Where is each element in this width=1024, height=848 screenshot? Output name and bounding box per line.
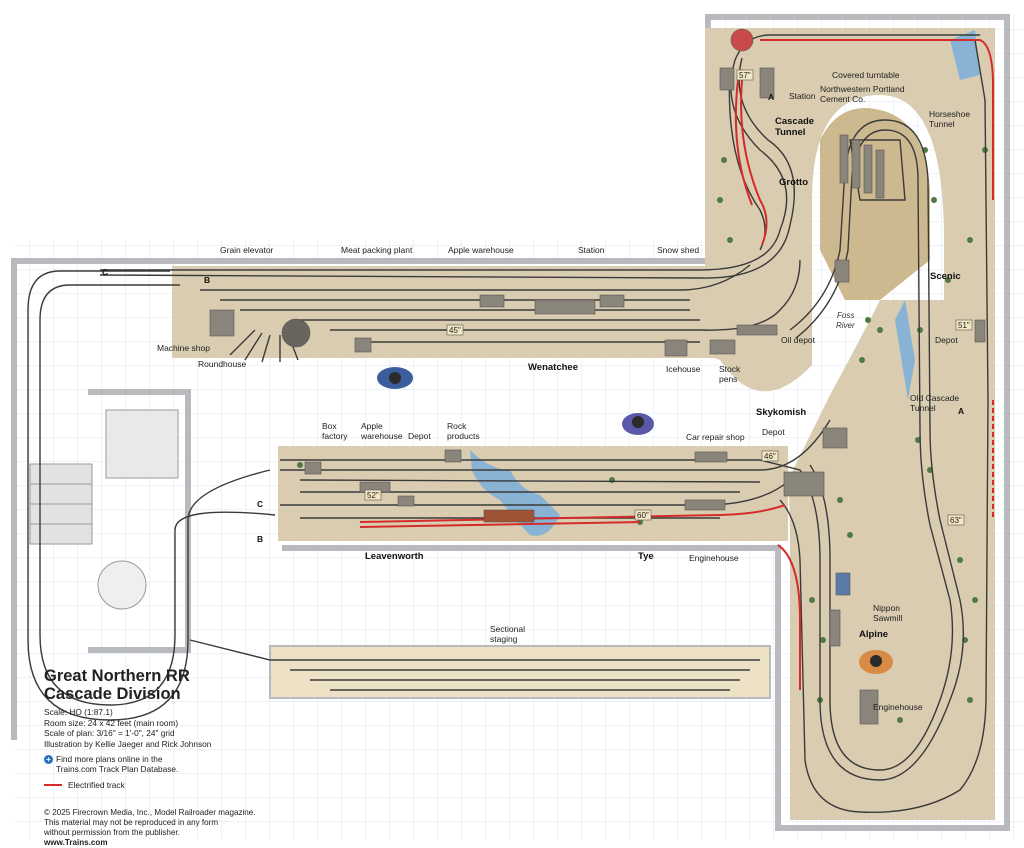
svg-text:57": 57" — [739, 71, 751, 80]
label-apple-warehouse-2b: warehouse — [360, 431, 403, 441]
copyright-line1: © 2025 Firecrown Media, Inc., Model Rail… — [44, 808, 256, 818]
label-car-repair-shop: Car repair shop — [686, 432, 745, 442]
rivers — [470, 30, 980, 536]
website-link[interactable]: www.Trains.com — [44, 838, 108, 848]
label-grain-elevator: Grain elevator — [220, 245, 274, 255]
plan-details: Scale: HO (1:87.1) Room size: 24 x 42 fe… — [44, 707, 374, 749]
town-alpine: Alpine — [859, 629, 888, 640]
legend-electrified: Electrified track — [44, 780, 374, 790]
grade-45: 45" — [446, 324, 464, 336]
label-box-factory-1: Box — [322, 421, 337, 431]
label-meat-packing: Meat packing plant — [341, 245, 413, 255]
svg-text:45": 45" — [449, 326, 461, 335]
plan-title: Great Northern RR Cascade Division — [44, 667, 374, 703]
town-cascade-tunnel-2: Tunnel — [775, 127, 805, 138]
grade-60: 60" — [634, 509, 652, 521]
label-enginehouse-alpine: Enginehouse — [873, 702, 923, 712]
svg-text:63": 63" — [950, 516, 962, 525]
detail-room-size: Room size: 24 x 42 feet (main room) — [44, 717, 179, 728]
label-machine-shop: Machine shop — [157, 343, 210, 353]
label-old-cascade-2: Tunnel — [910, 403, 936, 413]
room-walls — [11, 14, 1010, 831]
label-covered-turntable: Covered turntable — [832, 70, 900, 80]
town-grotto: Grotto — [779, 177, 808, 188]
label-nippon-1: Nippon — [873, 603, 900, 613]
label-station-mid: Station — [578, 245, 605, 255]
marker-b-top: B — [204, 275, 210, 285]
town-leavenworth: Leavenworth — [365, 551, 424, 562]
label-old-cascade-1: Old Cascade — [910, 393, 959, 403]
label-rock-products-1: Rock — [447, 421, 467, 431]
people-figures — [377, 367, 893, 674]
electrified-track — [359, 39, 994, 690]
town-cascade-tunnel-1: Cascade — [775, 116, 814, 127]
marker-c-top: C — [102, 267, 108, 277]
label-station-top: Station — [789, 91, 816, 101]
plan-info-panel: Great Northern RR Cascade Division Scale… — [44, 667, 374, 848]
plan-title-line1: Great Northern RR — [44, 667, 190, 685]
label-nw-cement-2: Cement Co. — [820, 94, 865, 104]
svg-text:60": 60" — [637, 511, 649, 520]
copyright-line3: without permission from the publisher. — [44, 828, 180, 838]
grade-46: 46" — [761, 450, 779, 462]
label-nw-cement-1: Northwestern Portland — [820, 84, 905, 94]
label-nippon-2: Sawmill — [873, 613, 902, 623]
label-depot-leavenworth: Depot — [408, 431, 431, 441]
marker-a-top: A — [768, 92, 774, 102]
grade-51: 51" — [955, 319, 973, 331]
map-labels: Covered turntable Station Northwestern P… — [157, 70, 970, 712]
label-foss-river-1: Foss — [837, 311, 854, 320]
grade-57: 57" — [736, 69, 754, 81]
label-sectional-staging-1: Sectional — [490, 624, 525, 634]
trees — [297, 147, 988, 723]
label-icehouse: Icehouse — [666, 364, 701, 374]
detail-illustration: Illustration by Kellie Jaeger and Rick J… — [44, 738, 212, 749]
copyright-line2: This material may not be reproduced in a… — [44, 818, 219, 828]
plus-icon: + — [44, 755, 53, 765]
label-rock-products-2: products — [447, 431, 480, 441]
label-box-factory-2: factory — [322, 431, 348, 441]
more-plans-line1: Find more plans online in the — [56, 754, 163, 765]
town-wenatchee: Wenatchee — [528, 362, 578, 373]
detail-plan-scale: Scale of plan: 3/16" = 1'-0", 24" grid — [44, 728, 175, 739]
copyright-block: © 2025 Firecrown Media, Inc., Model Rail… — [44, 808, 374, 848]
label-oil-depot: Oil depot — [781, 335, 816, 345]
town-tye: Tye — [638, 551, 654, 562]
label-roundhouse: Roundhouse — [198, 359, 246, 369]
grade-63: 63" — [947, 514, 965, 526]
town-scenic: Scenic — [930, 271, 961, 282]
grade-markers: 57" 45" 51" 46" 52" 60" 63" — [364, 69, 973, 526]
electrified-line-swatch — [44, 784, 62, 787]
label-snow-shed: Snow shed — [657, 245, 699, 255]
legend-electrified-label: Electrified track — [68, 780, 125, 791]
marker-a-bottom: A — [958, 406, 964, 416]
more-plans-link[interactable]: + Find more plans online in the Trains.c… — [44, 754, 374, 774]
label-stock-pens-1: Stock — [719, 364, 741, 374]
marker-b-bottom: B — [257, 534, 263, 544]
label-stock-pens-2: pens — [719, 374, 737, 384]
structures — [209, 28, 986, 725]
plan-title-line2: Cascade Division — [44, 685, 181, 703]
svg-text:51": 51" — [958, 321, 970, 330]
label-foss-river-2: River — [836, 321, 855, 330]
svg-text:46": 46" — [764, 452, 776, 461]
label-apple-warehouse-2a: Apple — [361, 421, 383, 431]
label-sectional-staging-2: staging — [490, 634, 518, 644]
grade-52: 52" — [364, 489, 382, 501]
connection-markers: A A B B C C — [102, 92, 964, 544]
label-horseshoe-1: Horseshoe — [929, 109, 970, 119]
label-horseshoe-2: Tunnel — [929, 119, 955, 129]
svg-text:52": 52" — [367, 491, 379, 500]
town-skykomish: Skykomish — [756, 407, 806, 418]
label-depot-scenic: Depot — [935, 335, 958, 345]
more-plans-line2: Trains.com Track Plan Database. — [56, 764, 179, 775]
label-depot-skykomish: Depot — [762, 427, 785, 437]
detail-scale: Scale: HO (1:87.1) — [44, 707, 113, 717]
label-apple-warehouse: Apple warehouse — [448, 245, 514, 255]
marker-c-bottom: C — [257, 499, 263, 509]
label-enginehouse-tye: Enginehouse — [689, 553, 739, 563]
